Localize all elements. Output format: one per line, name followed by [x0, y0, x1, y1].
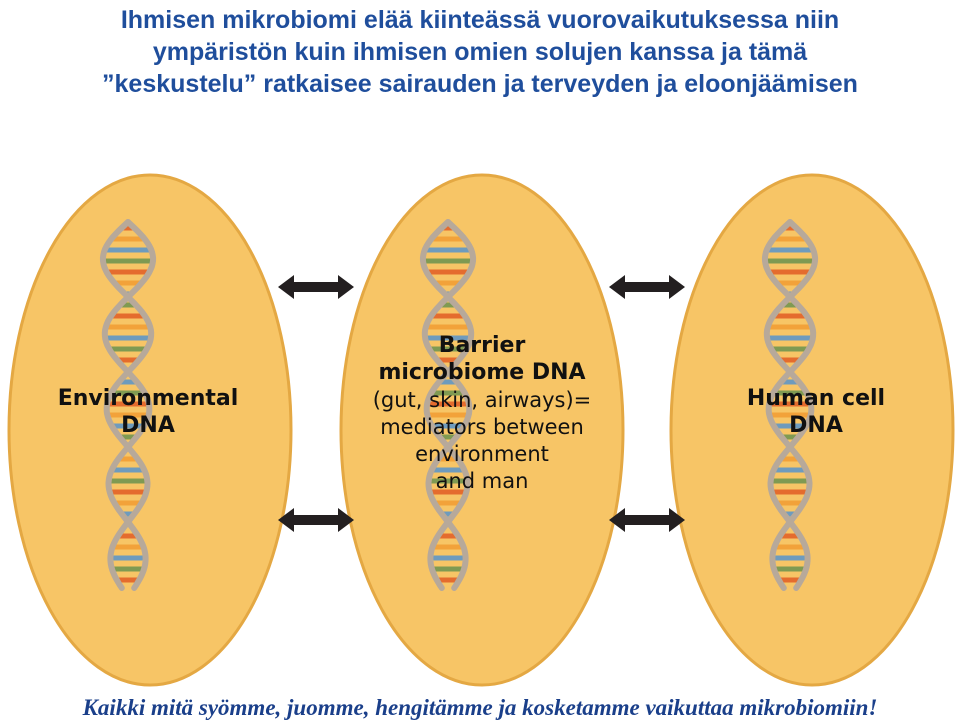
- label-environmental-line-2: DNA: [121, 413, 175, 438]
- label-microbiome-line-2: microbiome DNA: [378, 360, 585, 385]
- label-microbiome-line-5: environment: [415, 442, 549, 466]
- helix-strand-a: [101, 219, 157, 591]
- label-human-cell-line-2: DNA: [789, 413, 843, 438]
- oval-human-cell: [669, 173, 955, 687]
- footer-note: Kaikki mitä syömme, juomme, hengitämme j…: [82, 695, 878, 720]
- label-microbiome-line-4: mediators between: [380, 415, 584, 439]
- label-microbiome-line-3: (gut, skin, airways)=: [373, 388, 592, 412]
- helix-strand-b: [99, 219, 155, 591]
- helix-strand-b: [419, 219, 475, 591]
- label-microbiome-line-1: Barrier: [439, 333, 526, 358]
- label-environmental-line-1: Environmental: [58, 386, 239, 411]
- helix-strand-a: [421, 219, 477, 591]
- title-line-3: ”keskustelu” ratkaisee sairauden ja terv…: [102, 70, 858, 98]
- dna-helix-left-icon: [99, 219, 157, 591]
- title-line-2: ympäristön kuin ihmisen omien solujen ka…: [152, 38, 808, 66]
- oval-environmental: [7, 173, 293, 687]
- label-microbiome-line-6: and man: [436, 469, 529, 493]
- dna-helix-center-icon: [419, 219, 477, 591]
- dna-helix-right-icon: [761, 219, 819, 591]
- label-human-cell-line-1: Human cell: [747, 386, 885, 411]
- double-arrow-left-bottom-icon: [278, 508, 354, 532]
- page-title: Ihmisen mikrobiomi elää kiinteässä vuoro…: [0, 4, 960, 100]
- double-arrow-right-bottom-icon: [609, 508, 685, 532]
- oval-microbiome: [339, 173, 625, 687]
- double-arrow-left-top-icon: [278, 275, 354, 299]
- title-line-1: Ihmisen mikrobiomi elää kiinteässä vuoro…: [120, 6, 840, 34]
- helix-strand-a: [763, 219, 819, 591]
- helix-strand-b: [761, 219, 817, 591]
- double-arrow-right-top-icon: [609, 275, 685, 299]
